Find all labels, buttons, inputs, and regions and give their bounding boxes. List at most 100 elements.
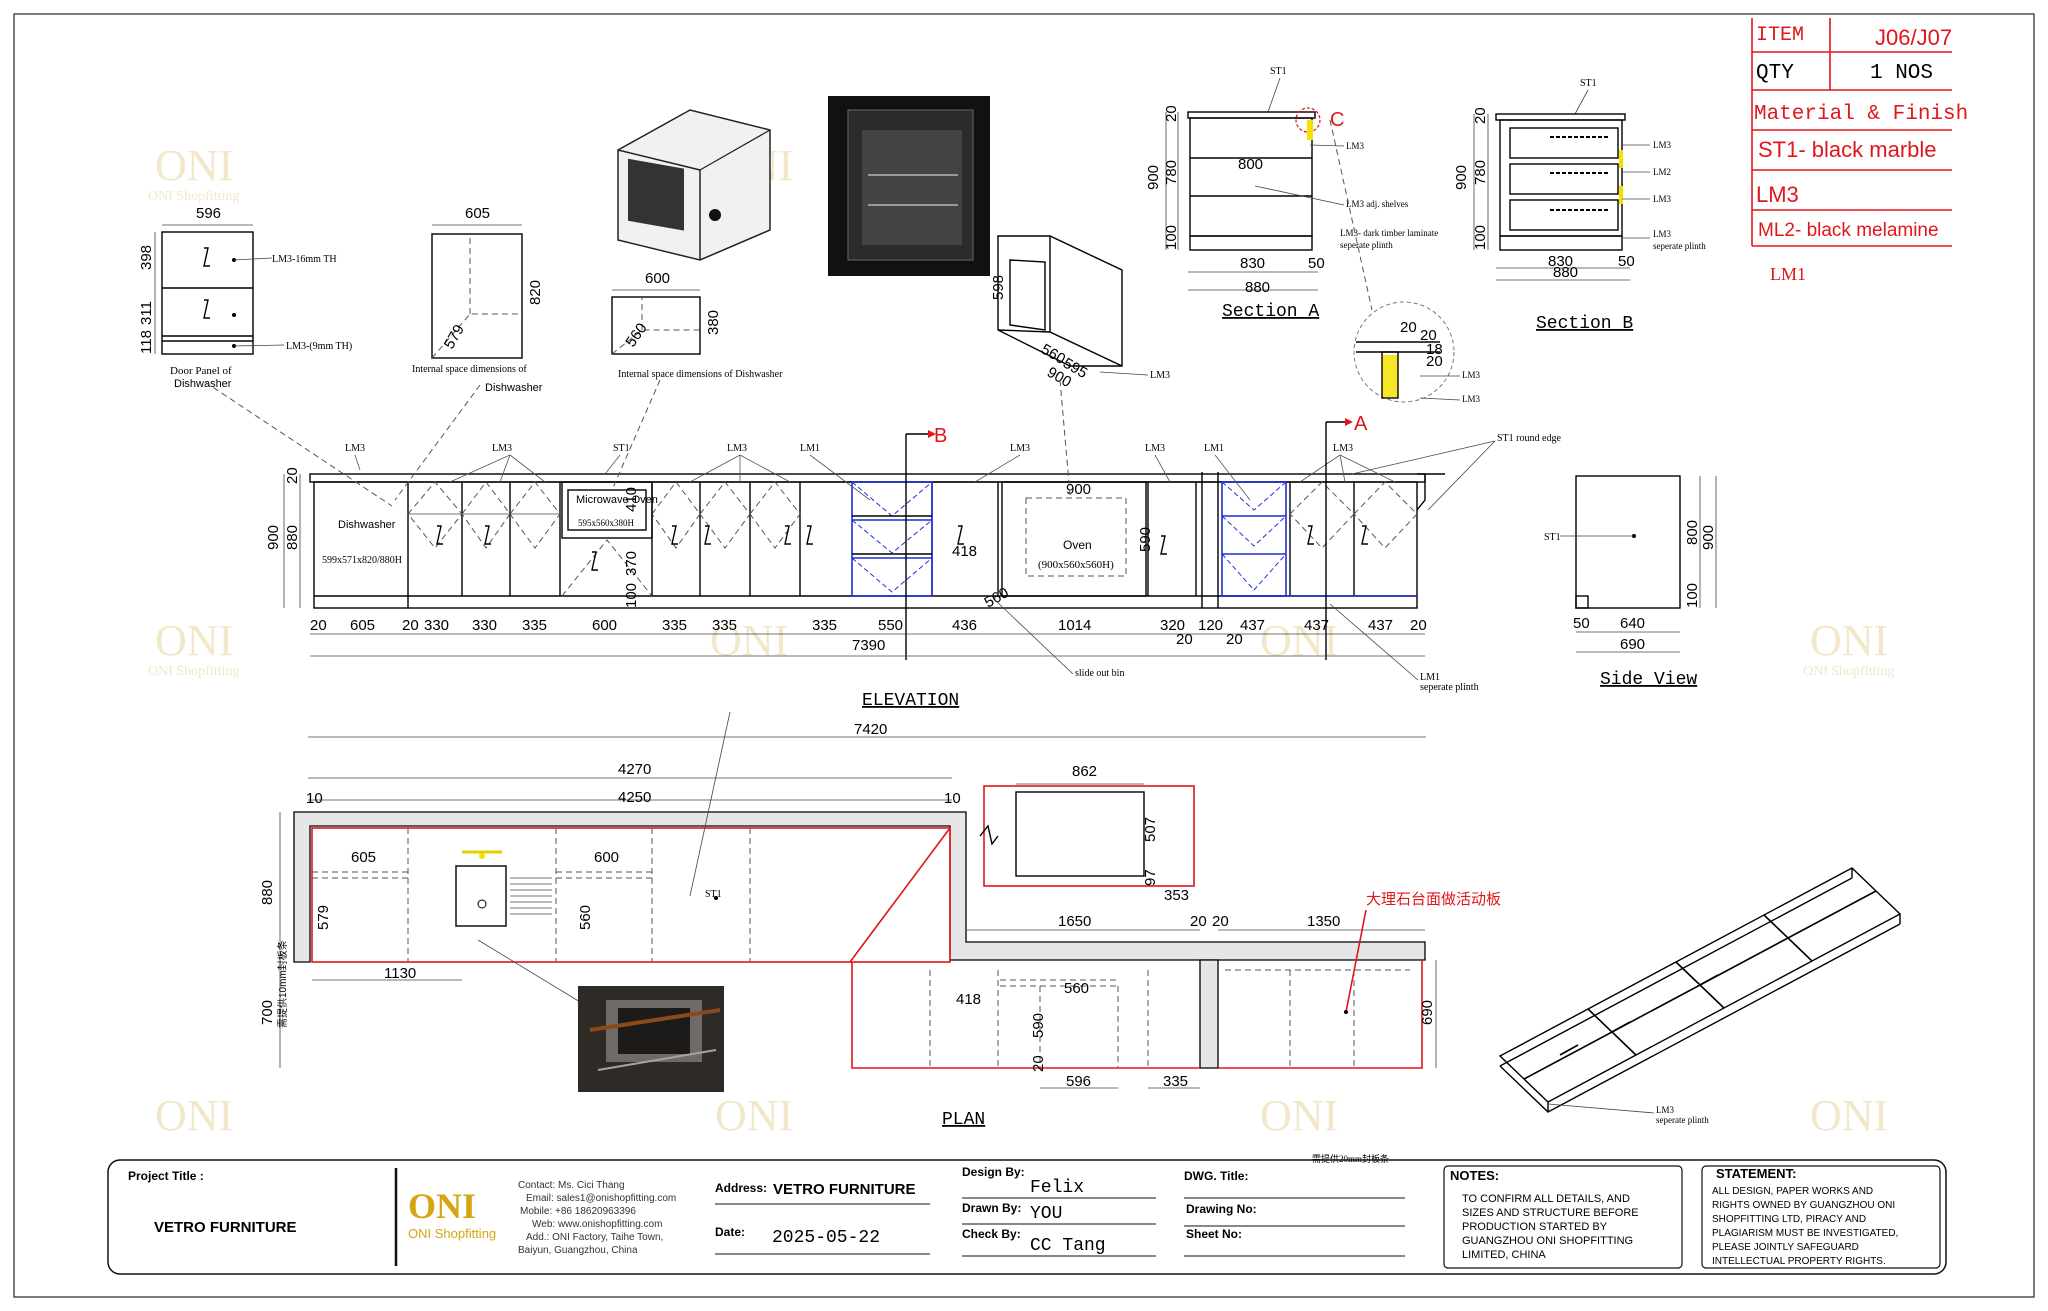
dim-600: 600 xyxy=(594,849,619,866)
drawer-tray-iso: LM3 seperate plinth xyxy=(1498,867,1902,1125)
dim-seg: 330 xyxy=(472,617,497,634)
dim-seg: 20 xyxy=(310,617,327,634)
label-lm3: LM3 xyxy=(1656,1105,1675,1115)
design-by-label: Design By: xyxy=(962,1165,1025,1179)
dim-10: 10 xyxy=(306,790,323,807)
dim-118: 118 xyxy=(138,330,155,354)
dim-20: 20 xyxy=(1472,107,1489,124)
dim-1350: 1350 xyxy=(1307,913,1340,930)
dim-507: 507 xyxy=(1142,817,1159,842)
label-lm3: LM3 xyxy=(345,443,365,454)
watermark-logo: ONI xyxy=(1810,1091,1888,1140)
dim-97: 97 xyxy=(1142,869,1159,886)
address-value: VETRO FURNITURE xyxy=(773,1181,916,1198)
dim-100: 100 xyxy=(1472,225,1489,250)
dim-800: 800 xyxy=(1238,156,1263,173)
label-lm1: LM1 xyxy=(800,443,820,454)
watermark-logo: ONI xyxy=(1260,1091,1338,1140)
dim-335: 335 xyxy=(1163,1073,1188,1090)
dim-418: 418 xyxy=(952,543,977,560)
notes-line: PRODUCTION STARTED BY xyxy=(1462,1221,1608,1233)
dim-seg: 335 xyxy=(662,617,687,634)
oven-photo xyxy=(828,96,990,276)
drawn-by: YOU xyxy=(1030,1204,1062,1224)
material-ml2: ML2- black melamine xyxy=(1758,220,1939,241)
label-st1: ST1 xyxy=(1580,78,1597,89)
watermark-logo: ONI xyxy=(1810,616,1888,665)
section-b-title: Section B xyxy=(1536,314,1633,334)
dim-640: 640 xyxy=(1620,615,1645,632)
label-lm1: LM1 xyxy=(1204,443,1224,454)
dim-seg: 20 xyxy=(402,617,419,634)
label-oven: Oven xyxy=(1063,538,1092,552)
dim-seg: 20 xyxy=(1176,631,1193,648)
note-separate-plinth: seperate plinth xyxy=(1340,240,1393,250)
notes-line: LIMITED, CHINA xyxy=(1462,1249,1546,1261)
dim-20: 20 xyxy=(1426,353,1443,370)
note-lm3-16mm: LM3-16mm TH xyxy=(272,254,337,265)
address-line-2: Baiyun, Guangzhou, China xyxy=(518,1245,638,1256)
section-marker-a: A xyxy=(1354,413,1368,435)
section-a-title: Section A xyxy=(1222,302,1319,322)
qty-value: 1 NOS xyxy=(1870,62,1933,85)
label-slide-out-bin: slide out bin xyxy=(1075,668,1124,679)
dim-seg: 436 xyxy=(952,617,977,634)
dim-560: 560 xyxy=(577,905,594,930)
project-title-label: Project Title : xyxy=(128,1169,204,1183)
drawing-no-label: Drawing No: xyxy=(1186,1202,1257,1216)
dim-690: 690 xyxy=(1620,636,1645,653)
label-lm3: LM3 xyxy=(1150,370,1170,381)
dim-900: 900 xyxy=(1700,525,1717,550)
label-lm3: LM3 xyxy=(1462,394,1481,404)
dim-seg: 320 xyxy=(1160,617,1185,634)
label-dishwasher: Dishwasher xyxy=(338,519,396,531)
dim-590: 590 xyxy=(1030,1013,1047,1038)
dim-seg: 437 xyxy=(1240,617,1265,634)
dim-seg: 550 xyxy=(878,617,903,634)
dim-596: 596 xyxy=(1066,1073,1091,1090)
dim-seg: 335 xyxy=(522,617,547,634)
note-adj-shelves: LM3 adj. shelves xyxy=(1346,199,1409,209)
sink-photo xyxy=(578,986,724,1092)
statement-line: PLEASE JOINTLY SAFEGUARD xyxy=(1712,1242,1859,1253)
label-oven-size: (900x560x560H) xyxy=(1038,559,1114,571)
watermark-logo: ONI xyxy=(155,141,233,190)
dim-100: 100 xyxy=(1163,225,1180,250)
dim-50: 50 xyxy=(1308,255,1325,272)
dim-seg: 120 xyxy=(1198,617,1223,634)
statement-line: SHOPFITTING LTD, PIRACY AND xyxy=(1712,1214,1866,1225)
dim-900: 900 xyxy=(265,525,282,550)
dim-seg: 330 xyxy=(424,617,449,634)
label-st1: ST1 xyxy=(1544,532,1561,543)
dim-20: 20 xyxy=(1420,327,1437,344)
dim-oven-900: 900 xyxy=(1066,481,1091,498)
check-by-label: Check By: xyxy=(962,1227,1021,1241)
dim-seg: 600 xyxy=(592,617,617,634)
dim-seg: 1014 xyxy=(1058,617,1091,634)
label-lm3: LM3 xyxy=(1653,194,1672,204)
caption-dishwasher-605: Dishwasher xyxy=(485,382,543,394)
dim-700: 700 xyxy=(259,1000,276,1025)
statement-line: INTELLECTUAL PROPERTY RIGHTS. xyxy=(1712,1256,1886,1267)
project-title: VETRO FURNITURE xyxy=(154,1219,297,1236)
side-view: ST1 800 900 100 50 640 690 Side View xyxy=(1544,475,1717,690)
watermark-logo: ONI xyxy=(715,1091,793,1140)
material-st1: ST1- black marble xyxy=(1758,137,1937,162)
statement-line: PLAGIARISM MUST BE INVESTIGATED, xyxy=(1712,1228,1898,1239)
dim-418: 418 xyxy=(956,991,981,1008)
dim-596: 596 xyxy=(196,205,221,222)
plan-title: PLAN xyxy=(942,1110,985,1130)
item-value: J06/J07 xyxy=(1875,25,1952,50)
dwg-title-label: DWG. Title: xyxy=(1184,1169,1248,1183)
date-value: 2025-05-22 xyxy=(772,1228,880,1248)
dim-862: 862 xyxy=(1072,763,1097,780)
check-by: CC Tang xyxy=(1030,1236,1106,1256)
statement-line: ALL DESIGN, PAPER WORKS AND xyxy=(1712,1186,1873,1197)
label-lm3: LM3 xyxy=(727,443,747,454)
address-line-1: Add.: ONI Factory, Taihe Town, xyxy=(526,1232,663,1243)
label-lm3: LM3 xyxy=(492,443,512,454)
dim-900: 900 xyxy=(1453,165,1470,190)
dim-800: 800 xyxy=(1684,520,1701,545)
design-by: Felix xyxy=(1030,1178,1084,1198)
label-lm1: LM1 xyxy=(1420,672,1440,683)
